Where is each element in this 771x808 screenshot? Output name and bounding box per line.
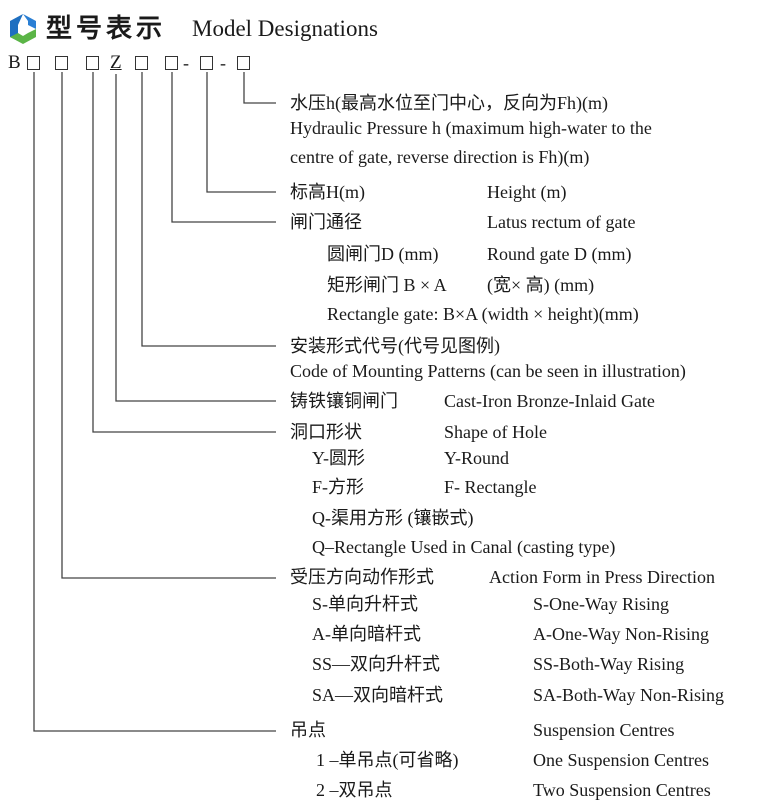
connector-line: [92, 72, 276, 433]
rect-gate-dims: (宽× 高) (mm): [487, 275, 595, 295]
hole-canal-cn: Q-渠用方形 (镶嵌式): [312, 508, 474, 528]
suspension-one-cn: 1 –单吊点(可省略): [316, 750, 459, 770]
code-fixed-z: Z: [110, 52, 122, 73]
round-gate-cn: 圆闸门D (mm): [327, 244, 439, 264]
pressure-label-en: centre of gate, reverse direction is Fh)…: [290, 147, 590, 167]
suspension-cn: 吊点: [290, 720, 326, 740]
action-form-en: Action Form in Press Direction: [489, 567, 715, 587]
action-s-en: S-One-Way Rising: [533, 594, 670, 614]
suspension-one-en: One Suspension Centres: [533, 750, 709, 770]
hole-shape-cn: 洞口形状: [290, 422, 362, 442]
pressure-label-cn: 水压h(最高水位至门中心，反向为Fh)(m): [290, 93, 608, 113]
gate-type-cn: 铸铁镶铜闸门: [290, 391, 398, 411]
hole-round-en: Y-Round: [444, 448, 510, 468]
code-slot-suspension: [27, 56, 40, 70]
connector-line: [171, 72, 276, 223]
hole-shape-en: Shape of Hole: [444, 422, 547, 442]
connector-line: [206, 72, 276, 193]
hole-rect-cn: F-方形: [312, 477, 365, 497]
code-slot-height: [200, 56, 213, 70]
rect-gate-cn: 矩形闸门 B × A: [327, 275, 447, 295]
connector-line: [61, 72, 276, 579]
action-ss-cn: SS—双向升杆式: [312, 654, 441, 674]
action-ss-en: SS-Both-Way Rising: [533, 654, 685, 674]
action-a-cn: A-单向暗杆式: [312, 624, 421, 644]
code-slot-mounting: [135, 56, 148, 70]
gate-type-en: Cast-Iron Bronze-Inlaid Gate: [444, 391, 655, 411]
brand-logo-icon: [10, 14, 36, 44]
suspension-two-en: Two Suspension Centres: [533, 780, 711, 800]
rect-gate-en: Rectangle gate: B×A (width × height)(mm): [327, 304, 639, 324]
code-slot-pressure: [237, 56, 250, 70]
code-prefix: B: [8, 52, 21, 73]
hole-round-cn: Y-圆形: [312, 448, 365, 468]
suspension-en: Suspension Centres: [533, 720, 675, 740]
gate-diameter-label-en: Latus rectum of gate: [487, 212, 636, 232]
code-slot-action-form: [55, 56, 68, 70]
title-english: Model Designations: [192, 16, 378, 41]
gate-diameter-label-cn: 闸门通径: [290, 212, 362, 232]
connector-line: [141, 72, 276, 347]
suspension-two-cn: 2 –双吊点: [316, 780, 393, 800]
round-gate-en: Round gate D (mm): [487, 244, 632, 264]
action-form-cn: 受压方向动作形式: [290, 567, 434, 587]
action-s-cn: S-单向升杆式: [312, 594, 419, 614]
code-slot-diameter: [165, 56, 178, 70]
code-dash: -: [220, 53, 226, 73]
pressure-label-en: Hydraulic Pressure h (maximum high-water…: [290, 118, 652, 138]
hole-rect-en: F- Rectangle: [444, 477, 537, 497]
height-label-en: Height (m): [487, 182, 567, 202]
action-a-en: A-One-Way Non-Rising: [533, 624, 710, 644]
mounting-label-en: Code of Mounting Patterns (can be seen i…: [290, 361, 686, 381]
connector-line: [243, 72, 276, 104]
code-slot-hole-shape: [86, 56, 99, 70]
hole-canal-en: Q–Rectangle Used in Canal (casting type): [312, 537, 616, 557]
mounting-label-cn: 安装形式代号(代号见图例): [290, 336, 500, 356]
connector-line: [115, 74, 276, 402]
title-chinese: 型号表示: [46, 14, 167, 44]
action-sa-en: SA-Both-Way Non-Rising: [533, 685, 725, 705]
height-label-cn: 标高H(m): [290, 182, 365, 202]
connector-line: [33, 72, 276, 732]
action-sa-cn: SA—双向暗杆式: [312, 685, 444, 705]
code-dash: -: [183, 53, 189, 73]
